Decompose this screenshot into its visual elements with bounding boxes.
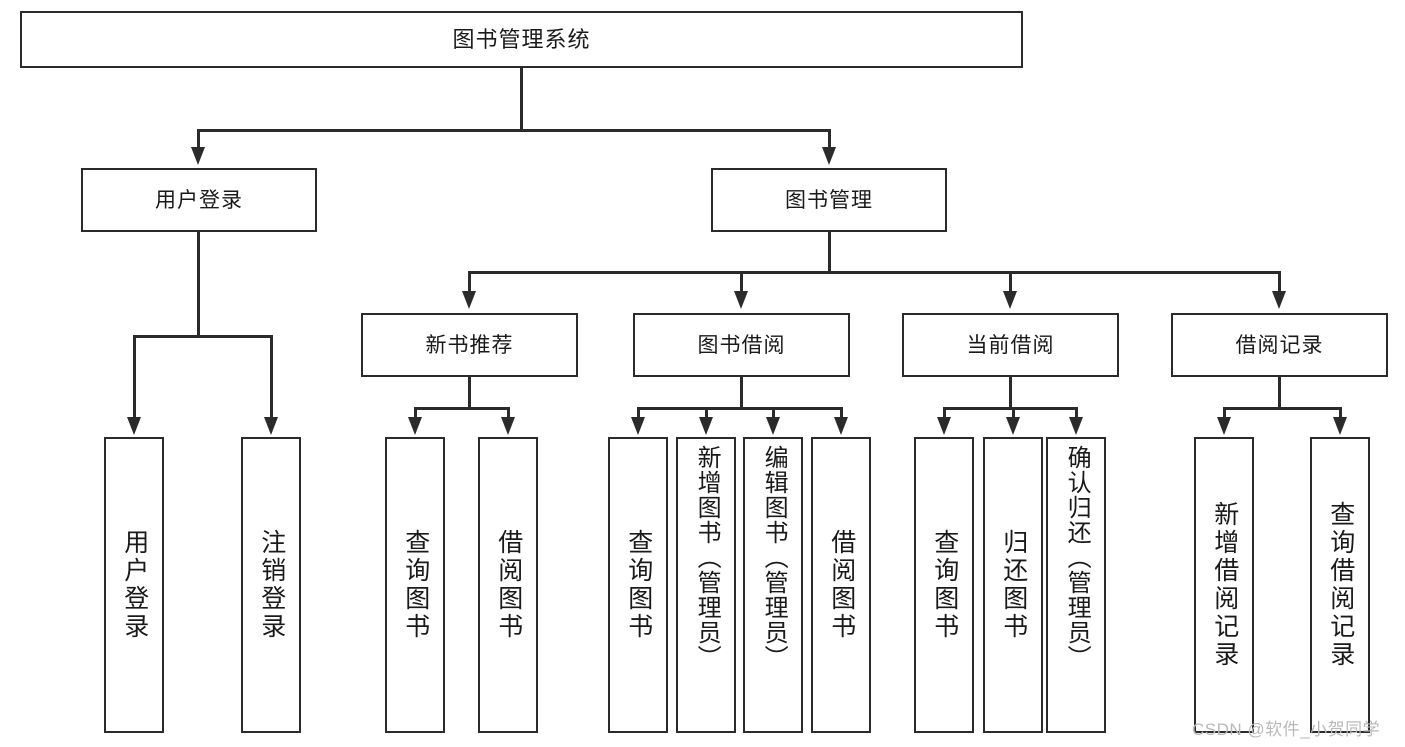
- node-label: 注销登录: [257, 529, 286, 641]
- node-new-book-recommend[interactable]: 新书推荐: [361, 313, 578, 377]
- connector-level3-drop-4: [1278, 271, 1281, 293]
- connector-new-book-drop-2: [507, 407, 510, 419]
- node-label: 当前借阅: [966, 333, 1055, 357]
- leaf-logout[interactable]: 注销登录: [241, 437, 301, 733]
- connector-book-borrow-drop-4: [840, 407, 843, 419]
- arrow-to-leaf-edit-book: [766, 417, 780, 435]
- node-label: 借阅图书: [494, 529, 523, 641]
- leaf-add-book-admin[interactable]: 新增图书（管理员）: [676, 437, 736, 733]
- arrow-to-leaf-query-borrow-record: [1333, 417, 1347, 435]
- connector-user-login-bar: [133, 335, 272, 338]
- leaf-query-borrow-record[interactable]: 查询借阅记录: [1310, 437, 1370, 733]
- node-label: 编辑图书（管理员）: [760, 445, 788, 670]
- leaf-query-book-current[interactable]: 查询图书: [914, 437, 974, 733]
- arrow-to-leaf-query-book-1: [408, 417, 422, 435]
- leaf-return-book[interactable]: 归还图书: [983, 437, 1043, 733]
- connector-new-book-stem: [468, 377, 471, 409]
- connector-root-drop-right: [828, 129, 831, 149]
- connector-borrow-record-stem: [1278, 377, 1281, 409]
- connector-book-borrow-drop-2: [705, 407, 708, 419]
- connector-new-book-bar: [414, 407, 509, 410]
- node-label: 新增借阅记录: [1210, 501, 1239, 669]
- arrow-to-book-borrow: [734, 291, 748, 309]
- node-label: 新增图书（管理员）: [693, 445, 721, 670]
- watermark-text: CSDN @软件_小贺同学: [1192, 720, 1381, 739]
- connector-borrow-record-drop-2: [1339, 407, 1342, 419]
- connector-book-borrow-drop-1: [637, 407, 640, 419]
- node-label: 用户登录: [155, 188, 243, 212]
- node-label: 确认归还（管理员）: [1063, 445, 1091, 670]
- node-label: 查询图书: [624, 529, 653, 641]
- node-label: 借阅记录: [1235, 333, 1324, 357]
- arrow-to-leaf-query-book-2: [631, 417, 645, 435]
- node-label: 图书管理: [785, 188, 873, 212]
- node-label: 图书借阅: [697, 333, 786, 357]
- connector-root-bar: [197, 129, 831, 132]
- leaf-borrow-book[interactable]: 借阅图书: [811, 437, 871, 733]
- arrow-to-leaf-return-book: [1006, 417, 1020, 435]
- arrow-to-new-book-recommend: [462, 291, 476, 309]
- node-label: 新书推荐: [425, 333, 514, 357]
- connector-level3-bar: [468, 271, 1280, 274]
- connector-current-borrow-bar: [943, 407, 1077, 410]
- connector-current-borrow-drop-3: [1075, 407, 1078, 419]
- connector-user-login-drop-2: [270, 335, 273, 419]
- arrow-root-to-user-login: [191, 147, 205, 165]
- connector-user-login-stem: [197, 232, 200, 337]
- leaf-edit-book-admin[interactable]: 编辑图书（管理员）: [743, 437, 803, 733]
- node-borrow-record[interactable]: 借阅记录: [1171, 313, 1388, 377]
- arrow-to-leaf-query-book-3: [937, 417, 951, 435]
- arrow-to-current-borrow: [1003, 291, 1017, 309]
- arrow-to-leaf-user-login: [127, 417, 141, 435]
- connector-new-book-drop-1: [414, 407, 417, 419]
- node-label: 查询图书: [930, 529, 959, 641]
- leaf-user-login[interactable]: 用户登录: [104, 437, 164, 733]
- connector-level3-drop-3: [1009, 271, 1012, 293]
- leaf-confirm-return-admin[interactable]: 确认归还（管理员）: [1046, 437, 1106, 733]
- arrow-to-leaf-logout: [264, 417, 278, 435]
- connector-user-login-drop-1: [133, 335, 136, 419]
- node-user-login[interactable]: 用户登录: [81, 168, 317, 232]
- connector-level3-drop-1: [468, 271, 471, 293]
- node-root-book-management-system[interactable]: 图书管理系统: [20, 11, 1023, 68]
- arrow-to-leaf-borrow-book-1: [501, 417, 515, 435]
- node-book-management[interactable]: 图书管理: [711, 168, 947, 232]
- connector-book-borrow-bar: [637, 407, 842, 410]
- connector-root-stem: [520, 68, 523, 131]
- node-label: 借阅图书: [827, 529, 856, 641]
- leaf-query-book-recommend[interactable]: 查询图书: [385, 437, 445, 733]
- connector-root-drop-left: [197, 129, 200, 149]
- node-label: 用户登录: [120, 529, 149, 641]
- arrow-to-leaf-confirm-return: [1069, 417, 1083, 435]
- leaf-query-book-borrow[interactable]: 查询图书: [608, 437, 668, 733]
- connector-level3-drop-2: [740, 271, 743, 293]
- connector-borrow-record-bar: [1223, 407, 1341, 410]
- node-current-borrow[interactable]: 当前借阅: [902, 313, 1119, 377]
- arrow-to-leaf-add-borrow-record: [1217, 417, 1231, 435]
- node-label: 查询图书: [401, 529, 430, 641]
- leaf-add-borrow-record[interactable]: 新增借阅记录: [1194, 437, 1254, 733]
- connector-book-management-stem: [828, 232, 831, 273]
- leaf-borrow-book-recommend[interactable]: 借阅图书: [478, 437, 538, 733]
- arrow-to-leaf-add-book: [699, 417, 713, 435]
- node-label: 图书管理系统: [452, 26, 591, 52]
- arrow-to-borrow-record: [1272, 291, 1286, 309]
- connector-current-borrow-stem: [1009, 377, 1012, 409]
- node-label: 归还图书: [999, 529, 1028, 641]
- connector-book-borrow-stem: [740, 377, 743, 409]
- connector-current-borrow-drop-1: [943, 407, 946, 419]
- connector-borrow-record-drop-1: [1223, 407, 1226, 419]
- node-book-borrow[interactable]: 图书借阅: [633, 313, 850, 377]
- connector-current-borrow-drop-2: [1012, 407, 1015, 419]
- connector-book-borrow-drop-3: [772, 407, 775, 419]
- node-label: 查询借阅记录: [1326, 501, 1355, 669]
- arrow-to-leaf-borrow-book-2: [834, 417, 848, 435]
- arrow-root-to-book-management: [822, 147, 836, 165]
